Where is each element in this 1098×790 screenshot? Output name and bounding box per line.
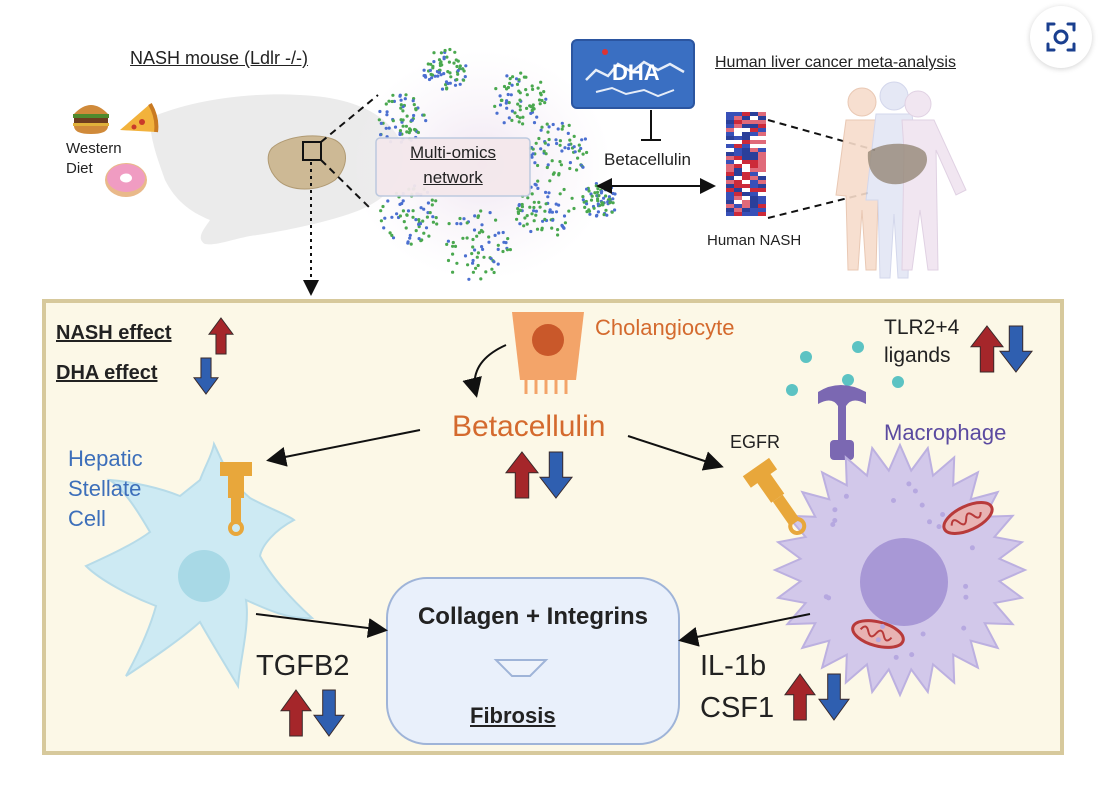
egfr-label: EGFR [730,432,781,452]
zoom-line-top [320,94,379,143]
betacellulin-down-arrow [538,451,574,499]
macrophage-label: Macrophage [884,420,1007,445]
egfr-receptor-stellate [220,462,252,536]
collagen-label: Collagen + Integrins [417,603,649,630]
legend-up-arrow [208,317,234,355]
hsc-label-3: Cell [68,506,106,531]
tlr-ligands [786,341,904,396]
visual-search-button[interactable] [1030,6,1092,68]
csf1-down-arrow [818,673,850,721]
network-label-2: network [423,168,483,187]
tlr-label-1: TLR2+4 [884,316,960,339]
burger-icon [73,105,109,134]
diet-label-1: Western [66,140,122,157]
network-box [375,137,531,197]
stellate-nucleus [178,550,230,602]
heatmap-strip [726,112,766,216]
network-dots [377,47,617,281]
tlr-receptor [818,385,866,460]
betacellulin-label: Betacellulin [452,410,606,443]
chevron-icon [493,659,549,677]
hsc-label-1: Hepatic [68,446,143,471]
legend-down-arrow [193,357,219,395]
human-title: Human liver cancer meta-analysis [715,54,956,71]
human-silhouettes [835,81,967,279]
legend-nash-effect: NASH effect [56,322,172,344]
csf1-label: CSF1 [700,692,775,724]
il1b-label: IL-1b [700,650,767,682]
betacellulin-up-arrow [504,451,540,499]
tgfb2-label: TGFB2 [256,650,350,682]
mouse-title: NASH mouse (Ldlr -/-) [130,48,309,68]
tgfb2-up-arrow [280,689,312,737]
dha-label: DHA [612,60,660,85]
cholangiocyte-cell [512,312,584,394]
egfr-receptor-macrophage [742,457,807,536]
legend-dha-effect: DHA effect [56,362,158,384]
donut-icon [105,163,147,197]
tlr-down-arrow [998,325,1034,373]
mouse-liver [267,135,346,190]
network-label-1: Multi-omics [410,143,496,162]
csf1-up-arrow [784,673,816,721]
betacellulin-top-label: Betacellulin [604,150,691,169]
diet-label-2: Diet [66,160,93,177]
tgfb2-down-arrow [313,689,345,737]
human-nash-label: Human NASH [707,232,802,249]
pizza-icon [120,103,159,133]
hsc-label-2: Stellate [68,476,142,501]
macrophage-cell [772,442,1028,698]
dha-molecule-box [571,39,695,109]
zoom-box [302,141,322,161]
cholangiocyte-label: Cholangiocyte [595,315,735,340]
tlr-up-arrow [969,325,1005,373]
fibrosis-label: Fibrosis [470,703,556,728]
tlr-label-2: ligands [884,344,951,367]
camera-lens-icon [1046,22,1076,52]
